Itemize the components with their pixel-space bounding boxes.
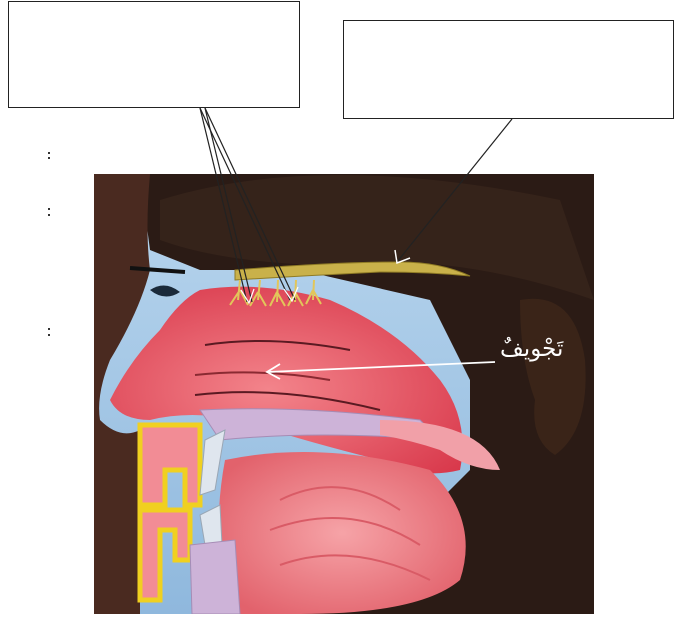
cavity-label: تَجْويفٌ bbox=[500, 336, 563, 362]
stray-mark bbox=[48, 214, 50, 216]
stray-mark bbox=[48, 328, 50, 330]
stray-mark bbox=[48, 334, 50, 336]
jaw-bone bbox=[190, 540, 240, 614]
label-box-right bbox=[343, 20, 674, 119]
label-box-left bbox=[8, 1, 300, 108]
tongue bbox=[219, 452, 466, 614]
stray-mark bbox=[48, 157, 50, 159]
stray-mark bbox=[48, 208, 50, 210]
stray-mark bbox=[48, 152, 50, 154]
